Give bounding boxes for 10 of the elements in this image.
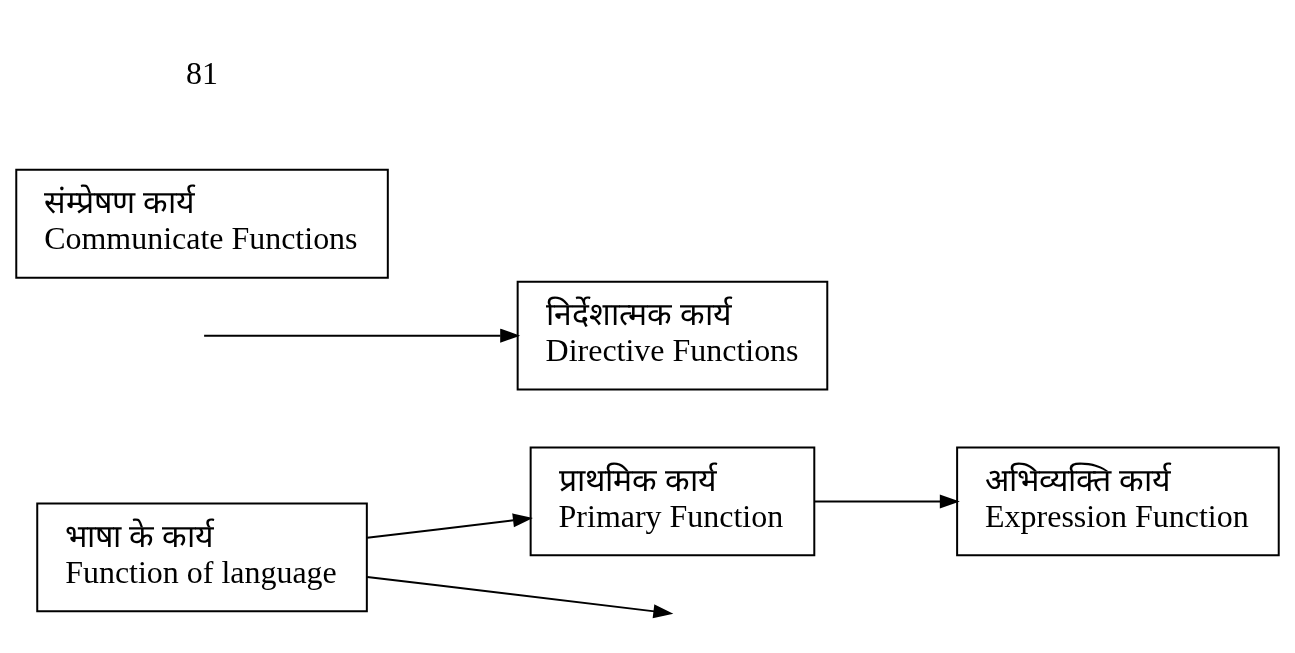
node-box: प्राथमिक कार्य Primary Function [529,446,816,556]
node-box: निर्देशात्मक कार्य Directive Functions [516,280,829,391]
node-box: संम्प्रेषण कार्य Communicate Functions [15,168,389,279]
arrow [366,512,533,539]
arrow [813,493,960,508]
node-box: भाषा के कार्य Function of language [36,501,368,612]
node-box: अभिव्यक्ति कार्य Expression Function [956,446,1280,556]
arrow [203,328,521,343]
label: 81 [186,55,219,91]
arrow [366,575,674,618]
